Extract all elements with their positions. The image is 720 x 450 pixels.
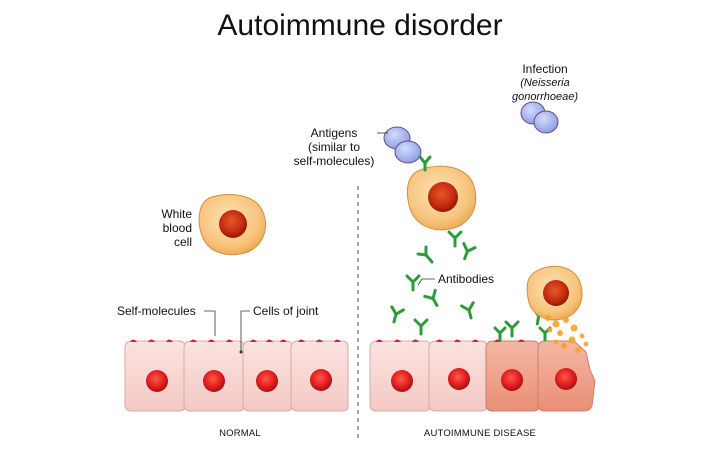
antigens-label: Antigens (similar to self-molecules) [288, 126, 380, 168]
joint-cell [428, 340, 488, 412]
joint-cell [124, 340, 186, 412]
joint-cell [369, 340, 431, 412]
joint-cell-damaged [485, 340, 540, 412]
white-blood-cell-autoimmune [406, 155, 477, 231]
antigens-line3: self-molecules) [293, 154, 375, 168]
cells-of-joint-label: Cells of joint [253, 304, 319, 318]
white-line3: cell [173, 235, 192, 249]
self-molecules [376, 339, 525, 342]
antigens-line1: Antigens [310, 126, 358, 140]
infection-label: Infection (Neisseria gonorrhoeae) [505, 62, 585, 104]
white-line2: blood [162, 221, 192, 235]
autoimmune-disease-caption: AUTOIMMUNE DISEASE [423, 428, 537, 439]
pathogen-name-line2: gonorrhoeae) [511, 91, 579, 103]
white-blood-cell-label: White blood cell [150, 207, 192, 249]
joint-cell [290, 340, 349, 412]
infection-bacterium [520, 101, 559, 134]
antigen-bacterium [383, 126, 422, 164]
normal-caption: NORMAL [219, 428, 261, 439]
page-title: Autoimmune disorder [217, 9, 503, 42]
joint-cell [242, 340, 293, 412]
white-line1: White [161, 207, 192, 221]
joint-cell-damaged [537, 340, 596, 412]
self-molecules-label: Self-molecules [117, 304, 196, 318]
self-molecules-leader [204, 310, 216, 336]
cells-of-joint-leader [240, 310, 250, 352]
pathogen-name-line1: (Neisseria [520, 77, 570, 89]
white-blood-cell-attacking [526, 265, 583, 321]
infection-title: Infection [522, 62, 568, 76]
joint-cells-normal [124, 339, 349, 412]
released-debris [545, 315, 589, 353]
white-blood-cell-normal [198, 194, 266, 256]
antibodies-label: Antibodies [438, 272, 495, 286]
antibodies-leader [417, 278, 435, 286]
self-molecules [130, 339, 341, 342]
antibodies [390, 230, 548, 338]
joint-cells-autoimmune [369, 326, 596, 412]
joint-cell [183, 340, 245, 412]
antigens-line2: (similar to [307, 140, 360, 154]
